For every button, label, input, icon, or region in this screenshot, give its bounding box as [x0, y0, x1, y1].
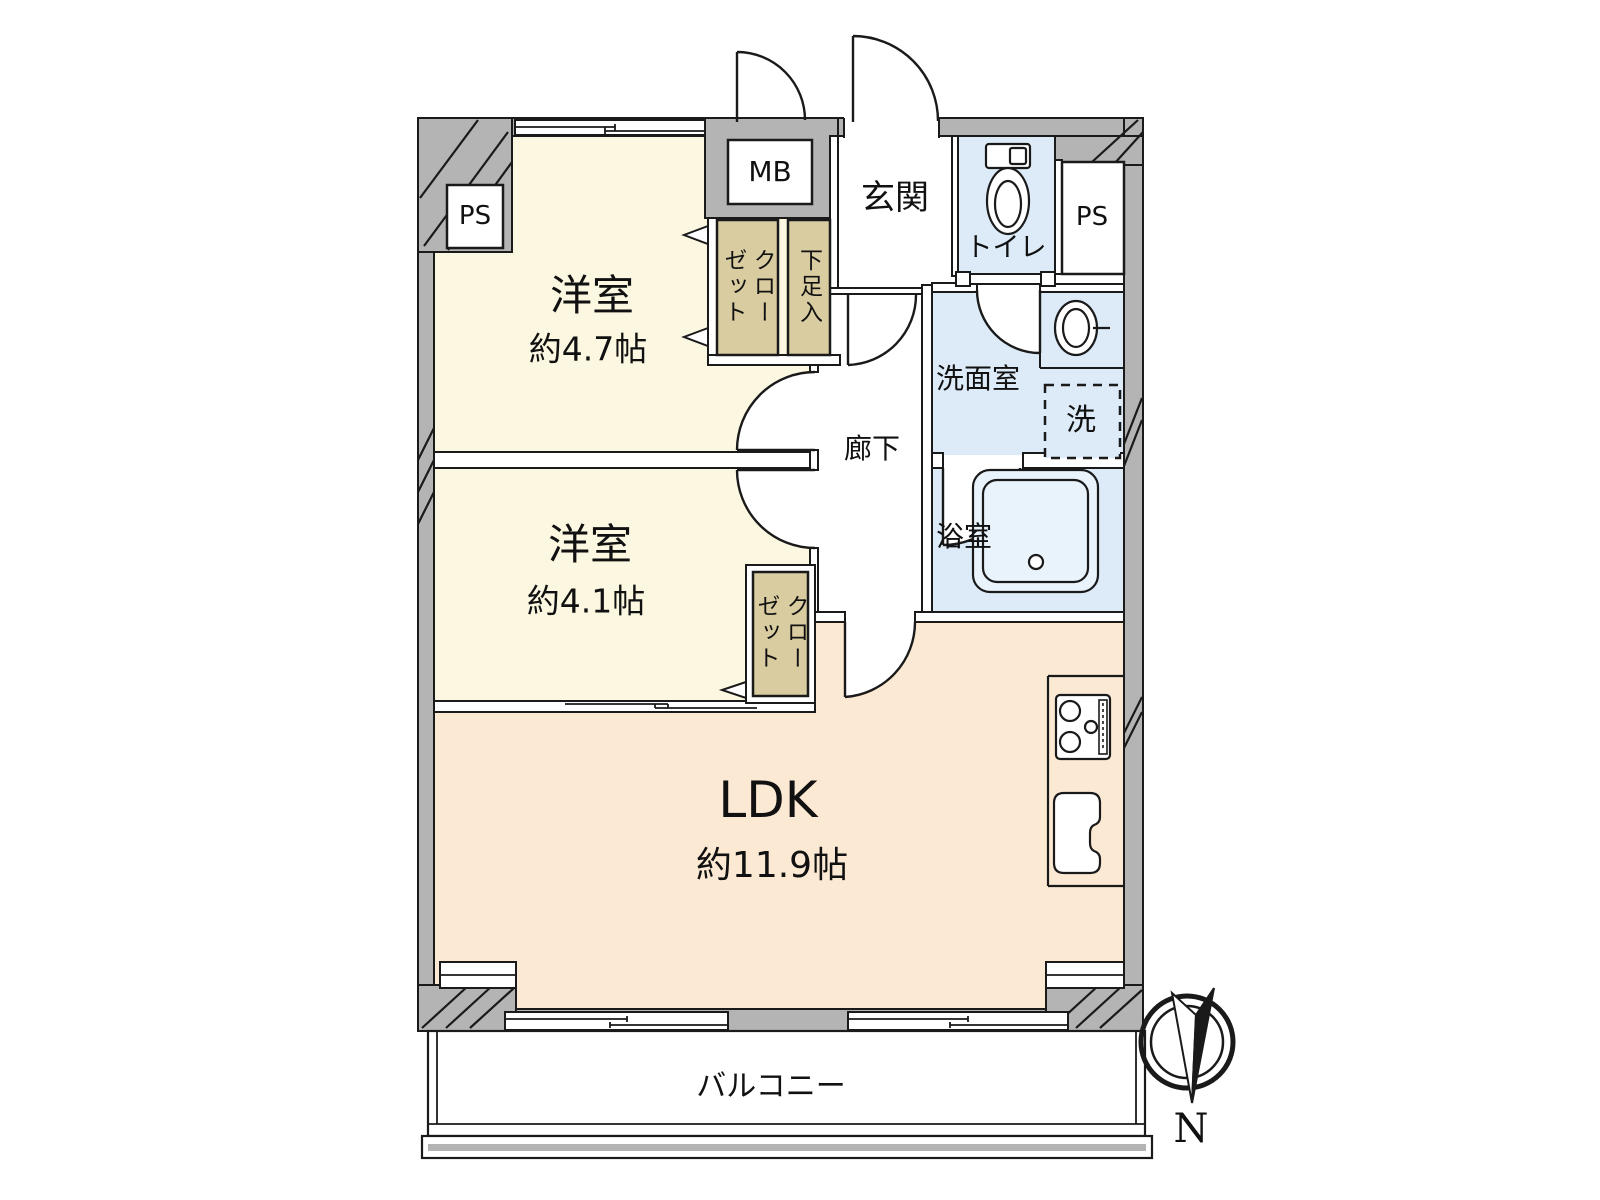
wall-closet-bottom: [707, 354, 841, 366]
shoe-cabinet-box: [786, 218, 832, 357]
entrance-opening: [844, 116, 939, 138]
meter-box: [726, 138, 814, 206]
bedroom2-size: 約4.1帖: [526, 581, 646, 621]
sliding-partition-bedroom2-ldk: [565, 703, 757, 709]
toilet-label: トイレ: [965, 232, 1047, 264]
wall-hallway-right: [921, 284, 933, 623]
washroom-label: 洗面室: [935, 362, 1021, 395]
closet1-box: [715, 218, 780, 357]
pipe-space-right-label: PS: [1075, 202, 1109, 232]
window-side-right: [1045, 961, 1125, 989]
entrance-label: 玄関: [861, 178, 929, 218]
closet2-label-left: ゼット: [753, 594, 779, 672]
window-bedroom1: [514, 119, 706, 136]
kitchen-counter: [1046, 674, 1124, 888]
pipe-space-top-left-label: PS: [458, 201, 492, 231]
hallway-floor: [818, 294, 922, 622]
compass-north-label: N: [1173, 1106, 1209, 1152]
stove-icon: [1054, 693, 1112, 761]
meter-box-door: [735, 50, 807, 122]
bathtub-icon: [971, 468, 1100, 594]
wall-block-top-right: [1054, 135, 1144, 166]
closet2-label: ゼット クロー: [753, 594, 808, 672]
window-side-left: [439, 961, 517, 989]
wall-ps-bottom: [1054, 273, 1125, 285]
meter-box-label: MB: [748, 155, 792, 188]
sink-icon: [1053, 299, 1110, 357]
washing-machine-label: 洗: [1066, 403, 1096, 438]
ldk-floor: [434, 612, 1124, 1009]
wall-toilet-left: [951, 135, 959, 277]
hallway-label: 廊下: [843, 432, 901, 465]
pipe-space-top-left-box: [445, 183, 505, 250]
interior-walls: [433, 135, 1125, 713]
wall-bedrooms-divider: [433, 451, 816, 469]
bedroom2-door: [735, 468, 816, 550]
washroom-door: [975, 289, 1042, 355]
closet-door-arrows: [681, 224, 747, 700]
wall-closet-left: [707, 217, 718, 358]
ldk-label: LDK: [718, 771, 818, 829]
balcony-structure: [420, 1029, 1154, 1160]
wall-bedroom2-ldk: [433, 700, 816, 713]
window-ldk-left: [504, 1011, 729, 1031]
fixtures: [971, 142, 1124, 888]
compass-icon: [1138, 987, 1236, 1104]
bathroom-label: 浴室: [935, 520, 993, 553]
closet1-label-right: クロー: [749, 248, 775, 326]
bedroom1-label: 洋室: [549, 271, 635, 320]
entrance-floor: [838, 136, 952, 290]
entrance-door: [851, 34, 940, 122]
toilet-icon: [984, 142, 1032, 236]
ldk-door: [843, 621, 917, 699]
bedroom2-label: 洋室: [547, 520, 633, 569]
balcony-label: バルコニー: [696, 1069, 846, 1104]
closet1-label-left: ゼット: [720, 248, 746, 326]
ldk-size: 約11.9帖: [695, 845, 849, 886]
bedroom1-size: 約4.7帖: [528, 329, 648, 369]
closet1-label: ゼット クロー: [720, 248, 775, 326]
entrance-step: [829, 287, 924, 295]
closet2-box: [751, 570, 810, 698]
entrance-hall-door: [846, 294, 918, 367]
kitchen-sink-icon: [1052, 791, 1102, 875]
closet2-label-right: クロー: [782, 594, 808, 672]
washing-machine-space: [1043, 383, 1122, 460]
bedroom1-door: [735, 370, 816, 452]
shoe-cabinet-label: 下足入: [795, 248, 822, 326]
window-ldk-right: [847, 1011, 1069, 1031]
pipe-space-right-box: [1060, 160, 1126, 276]
